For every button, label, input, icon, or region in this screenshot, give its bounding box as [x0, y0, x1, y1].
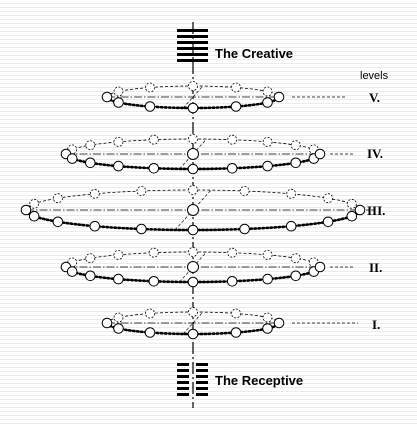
ring-node-front — [322, 216, 334, 228]
ring-node-front — [28, 210, 40, 222]
ring-node-front — [113, 160, 124, 172]
level-label-II: II. — [369, 260, 382, 275]
ring-node-front — [113, 323, 124, 334]
ring-node-back — [53, 193, 63, 204]
ring-level-III — [20, 185, 366, 236]
ring-node-front — [285, 220, 297, 232]
ring-back-arc — [65, 251, 321, 268]
ring-node-front — [262, 160, 273, 172]
ring-node-back — [145, 308, 155, 319]
ring-node-back — [136, 186, 147, 196]
level-label-III: III. — [367, 203, 385, 218]
ring-node-back — [29, 198, 40, 209]
receptive-hexagram-icon — [177, 363, 208, 396]
ring-node-front — [290, 157, 302, 169]
ring-node-front — [148, 276, 160, 287]
level-label-IV: IV. — [367, 146, 383, 161]
ring-node-front — [20, 204, 32, 216]
ring-node-front — [230, 101, 242, 112]
ring-node-front — [136, 223, 147, 235]
ring-node-back — [113, 86, 124, 97]
ring-center-node — [187, 148, 199, 160]
ring-node-back — [231, 82, 241, 93]
ring-node-back — [231, 308, 241, 319]
ring-node-front — [144, 327, 156, 338]
ring-node-front — [148, 163, 160, 174]
ring-node-front — [273, 317, 285, 329]
ring-node-back — [89, 188, 100, 199]
levels-header: levels — [360, 70, 389, 82]
ring-node-back — [188, 247, 198, 257]
ring-node-back — [188, 81, 198, 91]
ring-node-front — [187, 276, 199, 288]
creative-hexagram-icon — [177, 29, 208, 62]
ring-level-IV — [60, 134, 326, 175]
ring-node-front — [144, 101, 156, 112]
ring-node-back — [290, 253, 301, 264]
ring-node-front — [101, 317, 113, 329]
ring-node-front — [346, 210, 358, 222]
ring-node-back — [227, 247, 238, 258]
ring-node-back — [85, 253, 96, 264]
ring-node-front — [226, 276, 238, 287]
ring-node-front — [52, 216, 64, 228]
ring-node-back — [188, 185, 198, 195]
ring-node-front — [113, 97, 124, 108]
ring-node-back — [262, 249, 273, 260]
ring-node-front — [262, 273, 273, 285]
ring-node-front — [85, 270, 96, 282]
ring-node-back — [113, 312, 124, 323]
ring-node-back — [148, 134, 159, 145]
ring-node-front — [354, 204, 366, 216]
level-labels-group: V. IV. III. II. I. — [292, 90, 385, 332]
ring-node-front — [262, 323, 273, 334]
ring-node-back — [262, 136, 273, 147]
ring-node-front — [187, 224, 199, 236]
ring-node-back — [239, 186, 250, 196]
ring-node-front — [290, 270, 302, 282]
ring-back-arc — [65, 138, 321, 155]
ring-node-front — [66, 153, 78, 164]
ring-node-back — [188, 307, 198, 317]
ring-node-back — [145, 82, 155, 93]
ring-node-back — [323, 193, 334, 204]
receptive-label: The Receptive — [215, 373, 303, 388]
ring-node-front — [101, 91, 113, 103]
ring-level-I — [101, 307, 285, 340]
ring-node-front — [89, 220, 101, 232]
ring-level-II — [60, 247, 326, 288]
ring-node-back — [286, 188, 297, 199]
ring-node-front — [314, 148, 326, 160]
ring-node-front — [187, 102, 199, 114]
ring-node-front — [273, 91, 285, 103]
ring-node-back — [113, 249, 124, 260]
ring-node-back — [188, 134, 198, 144]
ring-node-back — [227, 134, 238, 145]
ring-node-back — [262, 86, 273, 97]
ring-node-front — [85, 157, 96, 169]
ring-node-back — [113, 136, 124, 147]
ring-node-front — [314, 261, 326, 273]
ring-center-node — [187, 204, 199, 216]
rings-group — [20, 81, 366, 340]
ring-node-front — [66, 266, 78, 277]
ring-node-back — [346, 198, 357, 209]
ring-node-back — [290, 140, 301, 151]
ring-center-node — [187, 261, 199, 273]
ring-node-back — [85, 140, 96, 151]
ring-node-front — [226, 163, 238, 174]
ring-level-V — [101, 81, 285, 114]
ring-node-front — [187, 328, 199, 340]
creative-label: The Creative — [215, 46, 293, 61]
ring-node-front — [262, 97, 273, 108]
ring-node-front — [113, 273, 124, 285]
ring-node-back — [262, 312, 273, 323]
level-label-I: I. — [372, 317, 380, 332]
ring-node-front — [187, 163, 199, 175]
level-label-V: V. — [369, 90, 380, 105]
ring-node-back — [148, 247, 159, 258]
ring-node-front — [230, 327, 242, 338]
ring-node-front — [239, 223, 250, 235]
